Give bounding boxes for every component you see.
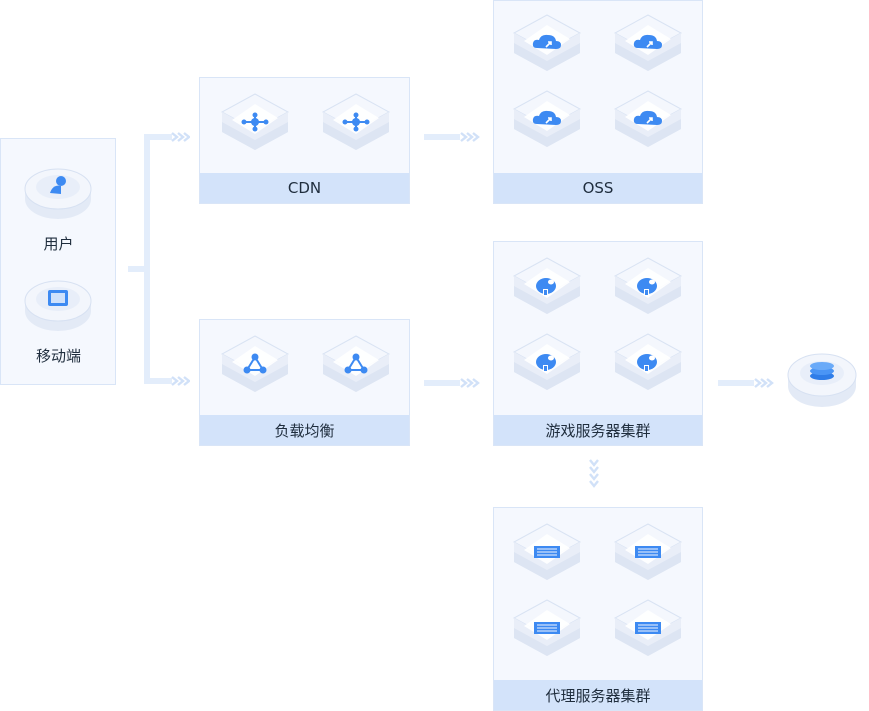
globe-pin-icon [613,333,683,390]
database-node[interactable] [786,346,858,412]
network-node-icon [220,93,290,150]
load-balancer-panel: 负载均衡 [199,319,410,446]
cdn-label: CDN [200,173,409,203]
server-rack-icon [613,523,683,580]
vertical-trunk-connector [144,134,150,384]
arrow-to-cdn [170,130,190,144]
cdn-panel: CDN [199,77,410,204]
oss-node[interactable] [510,13,584,83]
game-server-node[interactable] [510,256,584,326]
chevron-right-icon [424,378,480,388]
game-server-node[interactable] [611,332,685,402]
triangle-nodes-icon [321,335,391,392]
load-balancer-label: 负载均衡 [200,415,409,445]
to-lb-connector [144,378,172,384]
arrow-game-to-db [718,376,776,390]
cdn-node[interactable] [319,92,393,162]
chevron-right-icon [718,378,774,388]
cloud-upload-icon [613,90,683,147]
proxy-server-node[interactable] [611,598,685,668]
database-icon [787,353,857,407]
cdn-node[interactable] [218,92,292,162]
arrow-lb-to-game [424,376,482,390]
proxy-cluster-label: 代理服务器集群 [494,680,702,710]
arrow-game-to-proxy [587,458,601,494]
client-panel: 用户 移动端 [0,138,116,385]
oss-node[interactable] [611,89,685,159]
game-cluster-panel: 游戏服务器集群 [493,241,703,446]
proxy-server-node[interactable] [510,522,584,592]
game-cluster-label: 游戏服务器集群 [494,415,702,445]
oss-panel: OSS [493,0,703,204]
to-cdn-connector [144,134,172,140]
load-balancer-node[interactable] [319,334,393,404]
user-icon [24,168,92,219]
cloud-upload-icon [512,14,582,71]
globe-pin-icon [512,333,582,390]
oss-label: OSS [494,173,702,203]
oss-node[interactable] [510,89,584,159]
mobile-node[interactable] [23,273,93,337]
arrow-cdn-to-oss [424,130,482,144]
cloud-upload-icon [512,90,582,147]
proxy-cluster-panel: 代理服务器集群 [493,507,703,711]
proxy-server-node[interactable] [510,598,584,668]
server-rack-icon [613,599,683,656]
user-label: 用户 [43,235,74,253]
network-node-icon [321,93,391,150]
cloud-upload-icon [613,14,683,71]
game-server-node[interactable] [510,332,584,402]
arrow-to-lb [170,374,190,388]
chevron-right-icon [171,132,190,142]
proxy-server-node[interactable] [611,522,685,592]
game-server-node[interactable] [611,256,685,326]
oss-node[interactable] [611,13,685,83]
mobile-label: 移动端 [35,347,81,365]
globe-pin-icon [512,257,582,314]
server-rack-icon [512,599,582,656]
server-rack-icon [512,523,582,580]
client-stub-connector [128,266,150,272]
globe-pin-icon [613,257,683,314]
user-node[interactable] [23,161,93,225]
chevron-right-icon [171,376,190,386]
tablet-icon [24,280,92,331]
chevron-right-icon [424,132,480,142]
load-balancer-node[interactable] [218,334,292,404]
triangle-nodes-icon [220,335,290,392]
chevron-down-icon [589,459,599,488]
